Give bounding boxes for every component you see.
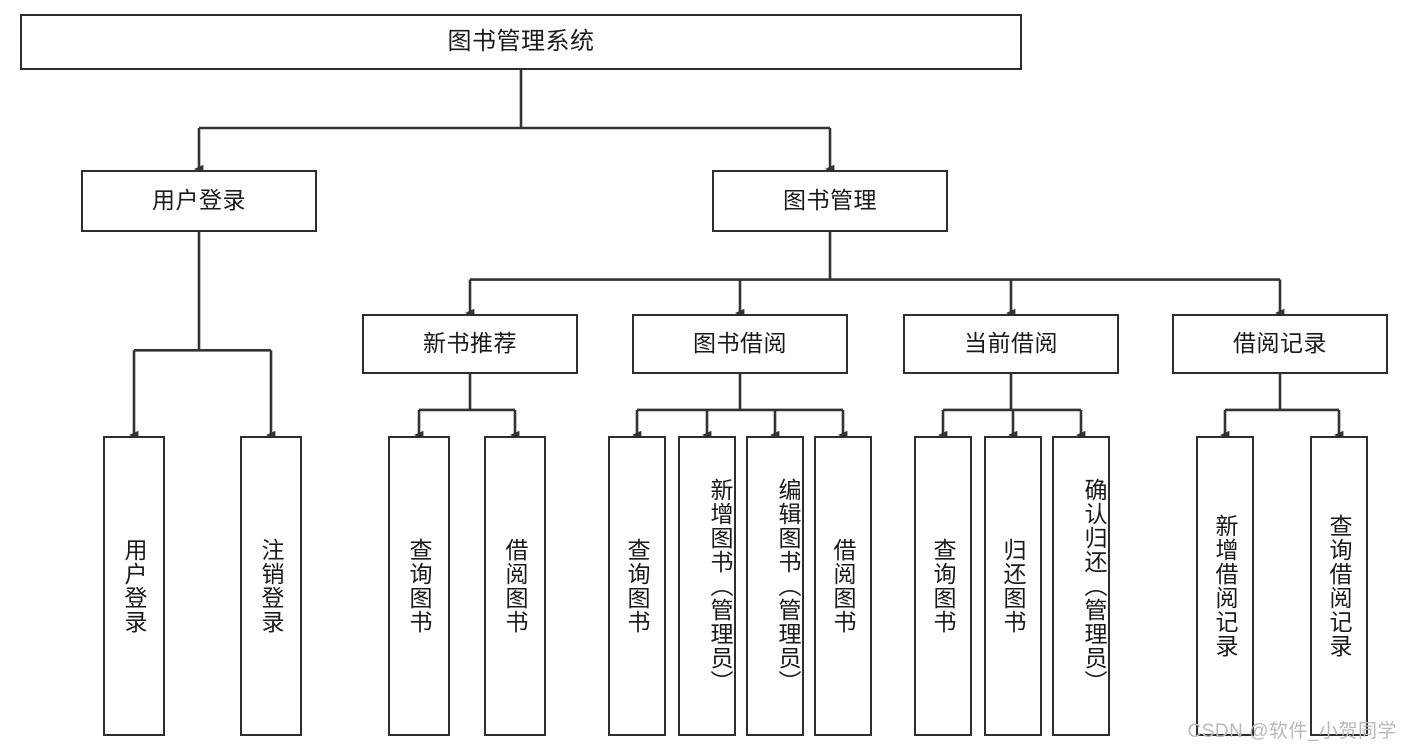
watermark: CSDN @软件_小贺同学	[1187, 721, 1397, 742]
node-borrow-record[interactable]: 借阅记录	[1172, 314, 1388, 374]
node-label: 用户登录	[152, 187, 246, 214]
node-nb-borrow-book[interactable]: 借阅图书	[484, 436, 546, 736]
node-label: 借阅图书	[502, 538, 529, 634]
node-label: 新书推荐	[423, 330, 517, 357]
node-bb-add-book[interactable]: 新增图书（管理员）	[678, 436, 736, 736]
node-book-borrow[interactable]: 图书借阅	[632, 314, 848, 374]
node-label: 查询图书	[406, 538, 433, 634]
node-book-manage[interactable]: 图书管理	[712, 170, 948, 232]
node-current-borrow[interactable]: 当前借阅	[903, 314, 1119, 374]
node-cb-confirm-return[interactable]: 确认归还（管理员）	[1052, 436, 1110, 736]
node-label: 图书管理系统	[447, 27, 595, 55]
node-user-logout-leaf[interactable]: 注销登录	[240, 436, 302, 736]
node-bb-borrow-book[interactable]: 借阅图书	[814, 436, 872, 736]
node-user-login[interactable]: 用户登录	[81, 170, 317, 232]
node-label: 借阅记录	[1233, 330, 1327, 357]
node-label: 确认归还（管理员）	[1081, 478, 1107, 694]
node-br-query-record[interactable]: 查询借阅记录	[1310, 436, 1368, 736]
node-label: 查询图书	[624, 538, 651, 634]
node-label: 图书借阅	[693, 330, 787, 357]
node-cb-query-book[interactable]: 查询图书	[914, 436, 972, 736]
node-root[interactable]: 图书管理系统	[20, 14, 1022, 70]
node-label: 新增图书（管理员）	[707, 478, 733, 694]
node-nb-query-book[interactable]: 查询图书	[388, 436, 450, 736]
node-label: 图书管理	[783, 187, 877, 214]
node-label: 查询图书	[930, 538, 957, 634]
node-br-add-record[interactable]: 新增借阅记录	[1196, 436, 1254, 736]
node-bb-query-book[interactable]: 查询图书	[608, 436, 666, 736]
node-label: 用户登录	[121, 538, 148, 634]
node-label: 新增借阅记录	[1212, 514, 1239, 658]
node-user-login-leaf[interactable]: 用户登录	[103, 436, 165, 736]
node-label: 借阅图书	[830, 538, 857, 634]
node-label: 注销登录	[258, 538, 285, 634]
node-new-book-recommend[interactable]: 新书推荐	[362, 314, 578, 374]
node-label: 归还图书	[1000, 538, 1027, 634]
node-label: 当前借阅	[964, 330, 1058, 357]
node-label: 编辑图书（管理员）	[775, 478, 801, 694]
node-bb-edit-book[interactable]: 编辑图书（管理员）	[746, 436, 804, 736]
node-cb-return-book[interactable]: 归还图书	[984, 436, 1042, 736]
node-label: 查询借阅记录	[1326, 514, 1353, 658]
